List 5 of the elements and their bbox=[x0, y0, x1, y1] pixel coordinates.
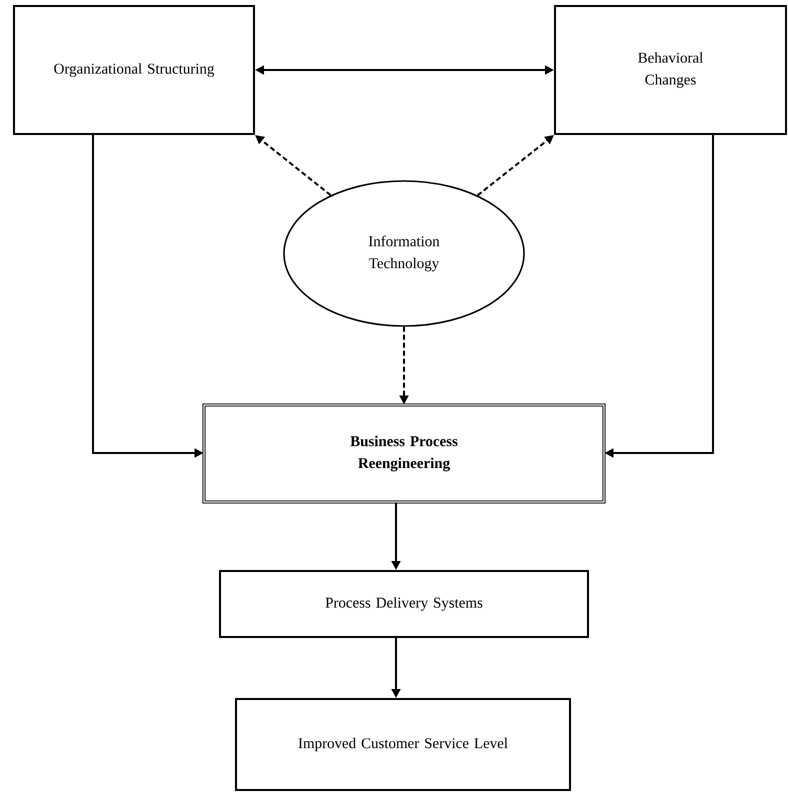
process-box: Process Delivery Systems bbox=[219, 570, 589, 638]
process-box: Business Process Reengineering bbox=[202, 404, 606, 504]
process-box: Organizational Structuring bbox=[13, 5, 255, 135]
process-box: Improved Customer Service Level bbox=[235, 698, 571, 791]
process-box: Behavioral Changes bbox=[554, 5, 787, 135]
